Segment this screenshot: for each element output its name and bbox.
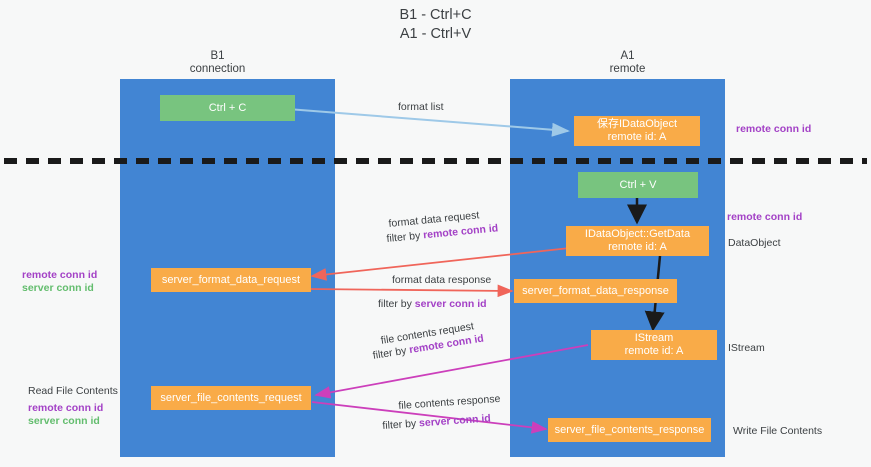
edge-label-format-list: format list (398, 101, 444, 113)
column-header-a1: A1 remote (545, 50, 710, 76)
edge-label-file-contents-response-filter: filter by server conn id (382, 412, 491, 433)
node-server-format-data-response[interactable]: server_format_data_response (514, 279, 677, 303)
node-ctrl-c[interactable]: Ctrl + C (160, 95, 295, 121)
annotation-remote-conn-id-top: remote conn id (736, 123, 812, 135)
filter-prefix-3: filter by (372, 344, 411, 362)
column-b1-subtitle: connection (189, 63, 246, 75)
node-save-idataobject-line1: 保存IDataObject (596, 118, 678, 130)
node-idataobject-getdata[interactable]: IDataObject::GetData remote id: A (566, 226, 709, 256)
filter-key-server-conn-id-2: server conn id (418, 412, 492, 430)
annotation-read-file-contents: Read File Contents (28, 385, 118, 397)
node-server-file-contents-response[interactable]: server_file_contents_response (548, 418, 711, 442)
node-server-file-contents-response-label: server_file_contents_response (554, 423, 705, 436)
node-istream-line1: IStream (634, 332, 674, 344)
node-getdata-line1: IDataObject::GetData (584, 228, 691, 240)
node-server-format-data-request-label: server_format_data_request (161, 273, 301, 286)
arrow-format-data-response (309, 284, 514, 298)
annotation-left-server-conn-id-mid: server conn id (22, 282, 94, 294)
node-istream-line2: remote id: A (624, 345, 684, 357)
node-server-format-data-response-label: server_format_data_response (522, 284, 669, 297)
column-header-b1: B1 connection (140, 50, 295, 76)
annotation-left-server-conn-id-bottom: server conn id (28, 415, 100, 427)
node-ctrl-c-label: Ctrl + C (208, 101, 247, 114)
filter-prefix-2: filter by (378, 298, 415, 310)
column-a1-name: A1 (620, 50, 635, 62)
node-server-file-contents-request-label: server_file_contents_request (160, 391, 302, 404)
node-getdata-line2: remote id: A (608, 241, 667, 253)
diagram-title: B1 - Ctrl+C A1 - Ctrl+V (0, 6, 871, 44)
filter-prefix-4: filter by (382, 417, 420, 432)
filter-prefix-1: filter by (386, 229, 424, 245)
edge-label-format-data-response-filter: filter by server conn id (378, 298, 487, 311)
title-line-2: A1 - Ctrl+V (399, 26, 472, 42)
annotation-remote-conn-id-mid: remote conn id (727, 211, 803, 223)
annotation-write-file-contents: Write File Contents (733, 425, 823, 437)
annotation-left-remote-conn-id-mid: remote conn id (22, 269, 98, 281)
column-b1-name: B1 (210, 50, 225, 62)
node-server-file-contents-request[interactable]: server_file_contents_request (151, 386, 311, 410)
annotation-left-remote-conn-id-bottom: remote conn id (28, 402, 104, 414)
annotation-istream: IStream (728, 342, 765, 354)
node-ctrl-v-label: Ctrl + V (619, 178, 657, 191)
filter-key-server-conn-id-1: server conn id (414, 298, 487, 310)
edge-label-format-data-response: format data response (392, 274, 492, 286)
node-istream[interactable]: IStream remote id: A (591, 330, 717, 360)
column-a1-subtitle: remote (609, 63, 646, 75)
node-ctrl-v[interactable]: Ctrl + V (578, 172, 698, 198)
node-save-idataobject[interactable]: 保存IDataObject remote id: A (574, 116, 700, 146)
edge-label-file-contents-response: file contents response (398, 392, 501, 412)
title-line-1: B1 - Ctrl+C (399, 7, 472, 23)
node-save-idataobject-line2: remote id: A (607, 131, 667, 143)
annotation-dataobject: DataObject (728, 237, 781, 249)
node-server-format-data-request[interactable]: server_format_data_request (151, 268, 311, 292)
